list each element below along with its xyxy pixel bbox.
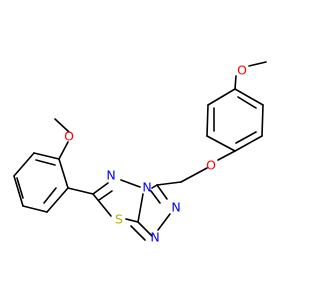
atom-n-upper-label: N <box>106 168 115 183</box>
atom-n-bridge-label: N <box>142 180 151 195</box>
bond-triazole-c8a-n4 <box>137 193 144 223</box>
bond-ring-b-o-left <box>58 141 69 160</box>
bond-methyl-o-top <box>248 61 267 67</box>
bond-ring-b-2 <box>22 205 48 213</box>
bond-thiadiazole-s-c8a <box>125 218 139 223</box>
bond-triazole-c3-n2 <box>156 184 168 200</box>
atom-labels: O O O N N N N S <box>64 63 247 245</box>
bond-thiadiazole-n5-c6-double <box>98 190 113 201</box>
bond-ring-a-6 <box>207 88 236 106</box>
bond-ch2-triazole <box>156 181 182 186</box>
bond-ring-b-6 <box>58 158 69 189</box>
bond-ring-b-4 <box>13 152 35 177</box>
bond-o-top-ring <box>234 75 237 90</box>
bond-ring-b-inner-1 <box>43 187 57 204</box>
bond-triazole-n4-c3 <box>151 184 158 189</box>
bond-ring-b-3 <box>13 175 24 207</box>
atom-o-link-label: O <box>206 158 216 173</box>
bond-thiadiazole-n4-n5 <box>120 179 141 188</box>
bond-ring-a-4 <box>206 135 236 152</box>
bond-ring-o-link <box>217 150 236 161</box>
molecule-diagram: O O O N N N N S <box>13 61 267 245</box>
bond-ring-a-5 <box>206 104 209 137</box>
bond-triazole-n2-n1 <box>157 213 171 231</box>
bond-ring-b-1 <box>46 187 69 213</box>
bond-triazole-n1-c8a <box>137 221 153 237</box>
bond-ring-a-inner-1 <box>237 96 257 109</box>
atom-n-right-label: N <box>171 200 180 215</box>
bond-ring-a-3 <box>234 135 263 152</box>
bond-ring-b-inner-2 <box>16 177 24 199</box>
bond-o-left-methyl <box>54 118 70 133</box>
bond-triazole-c3-n2-double <box>150 190 161 204</box>
atom-s-ring-label: S <box>115 212 123 227</box>
atom-n-lower-label: N <box>150 230 159 245</box>
bond-c6-ring-b <box>67 187 94 195</box>
bond-o-link-ch2 <box>180 167 208 183</box>
bond-ring-a-2 <box>261 104 264 137</box>
bond-ring-a-inner-2 <box>235 131 257 144</box>
bond-triazole-n1-c8a-double <box>130 225 146 241</box>
bonds <box>13 61 267 241</box>
bond-thiadiazole-c6-s <box>92 193 112 217</box>
bond-ring-b-5 <box>33 152 60 160</box>
bond-ring-b-inner-3 <box>35 159 56 166</box>
atom-o-left-label: O <box>64 129 74 144</box>
bond-thiadiazole-n5-c6 <box>92 182 109 195</box>
atom-o-top-label: O <box>237 63 247 78</box>
bond-ring-a-1 <box>234 88 264 106</box>
